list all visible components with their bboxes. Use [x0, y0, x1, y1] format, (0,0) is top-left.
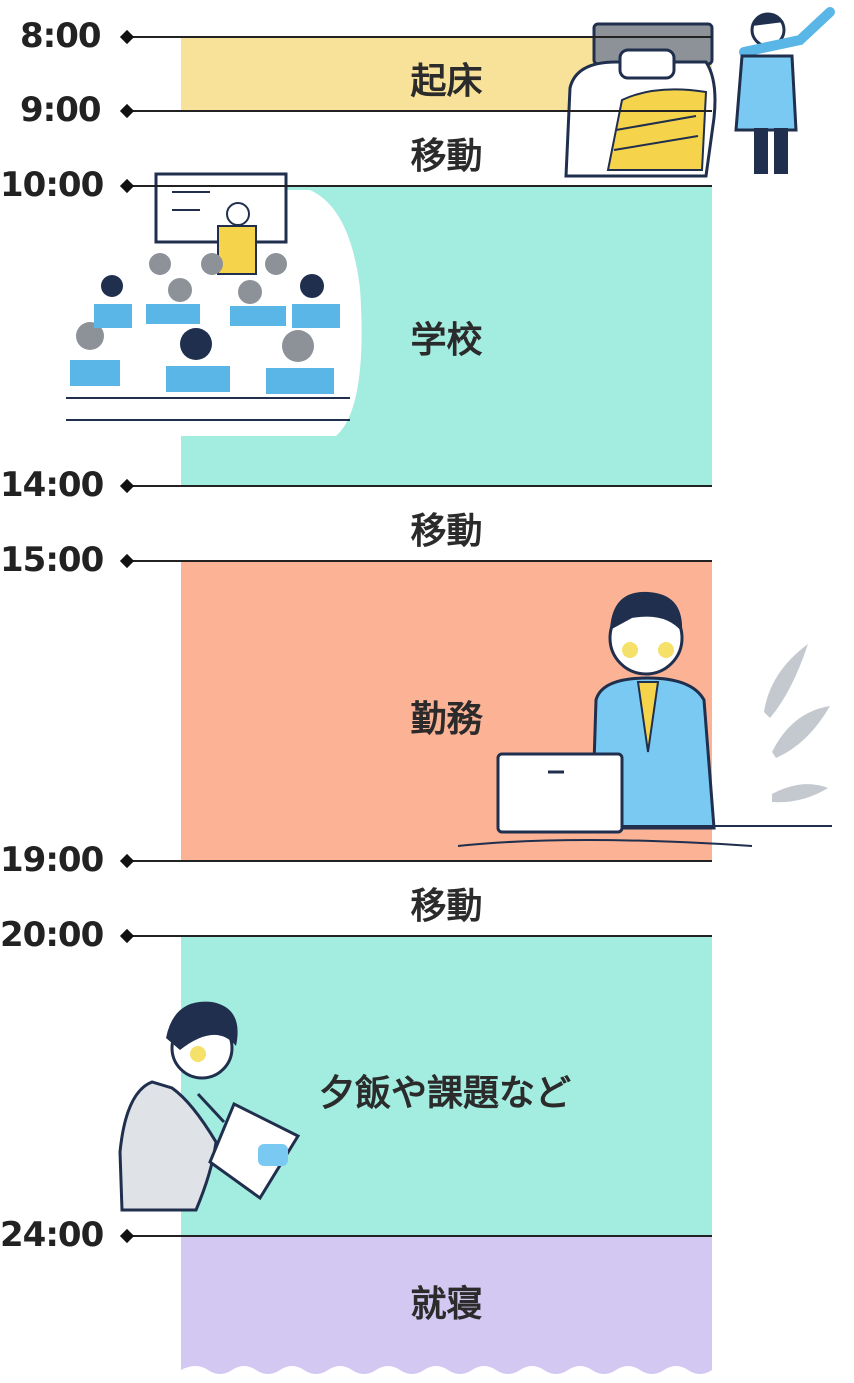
time-label-19: 19:00 [0, 840, 104, 880]
time-label-14: 14:00 [0, 465, 104, 505]
time-line-10 [132, 185, 712, 187]
activity-work: 勤務 [410, 699, 483, 740]
diamond-marker-icon [119, 553, 135, 569]
activity-move-1: 移動 [410, 136, 483, 177]
time-label-20: 20:00 [0, 915, 104, 955]
activity-move-3: 移動 [410, 886, 483, 927]
time-label-9: 9:00 [20, 90, 102, 130]
time-line-24 [132, 1235, 712, 1237]
time-label-15: 15:00 [0, 540, 104, 580]
activity-evening: 夕飯や課題など [318, 1073, 571, 1114]
time-line-15 [132, 560, 712, 562]
time-label-24: 24:00 [0, 1215, 104, 1255]
activity-move-2: 移動 [410, 511, 483, 552]
office-worker-illustration [452, 582, 832, 850]
diamond-marker-icon [119, 478, 135, 494]
time-line-14 [132, 485, 712, 487]
classroom-illustration [50, 168, 370, 444]
time-label-8: 8:00 [20, 16, 102, 56]
time-line-20 [132, 935, 712, 937]
student-writing-illustration [112, 992, 308, 1218]
activity-sleep: 就寝 [410, 1284, 483, 1325]
block-evening [181, 936, 712, 1236]
time-line-8 [132, 36, 712, 38]
block-sleep [181, 1236, 712, 1383]
diamond-marker-icon [119, 928, 135, 944]
waking-person-illustration [556, 0, 846, 180]
time-label-10: 10:00 [0, 165, 104, 205]
time-line-9 [132, 110, 712, 112]
time-line-19 [132, 860, 712, 862]
activity-school: 学校 [410, 320, 483, 361]
diamond-marker-icon [119, 853, 135, 869]
activity-wake: 起床 [410, 61, 483, 102]
diamond-marker-icon [119, 1228, 135, 1244]
